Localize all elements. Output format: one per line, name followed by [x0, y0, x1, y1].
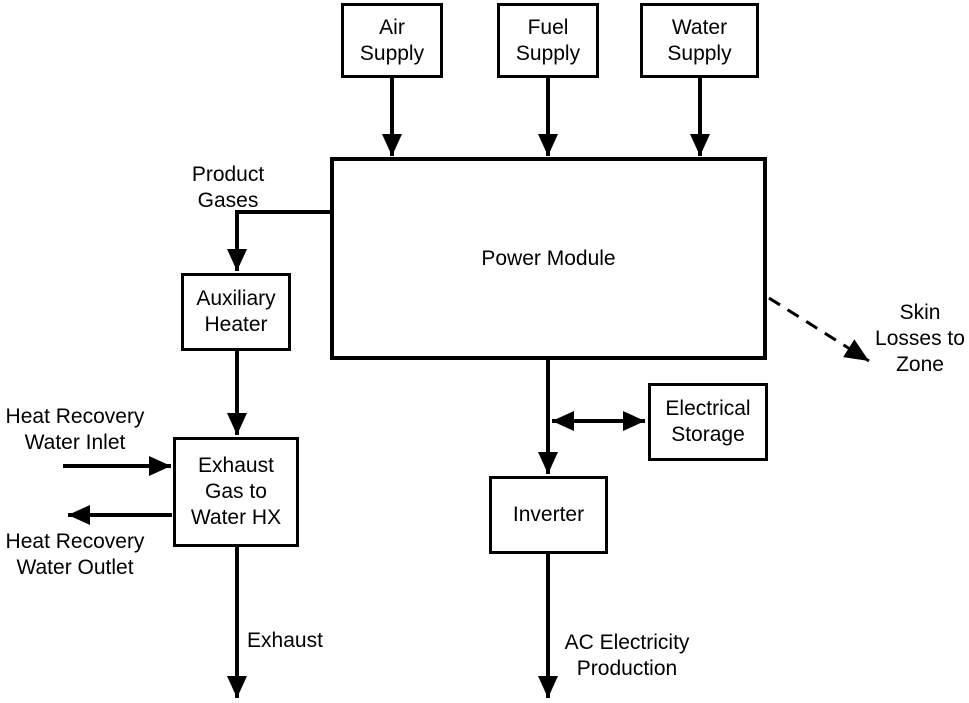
skin-losses-dashed-arrow: [768, 296, 870, 363]
air-supply-box: Air Supply: [341, 3, 443, 78]
heat-recovery-inlet-label: Heat Recovery Water Inlet: [5, 405, 145, 454]
exhaust-label: Exhaust: [247, 629, 323, 652]
exhaust-hx-box: Exhaust Gas to Water HX: [173, 437, 299, 547]
auxiliary-heater-box: Auxiliary Heater: [181, 273, 291, 351]
product-gases-label: Product Gases: [191, 163, 265, 212]
ac-production-label: AC Electricity Production: [564, 631, 690, 680]
inverter-box: Inverter: [489, 476, 608, 554]
heat-recovery-outlet-label: Heat Recovery Water Outlet: [5, 530, 145, 579]
electrical-storage-box: Electrical Storage: [648, 383, 768, 461]
skin-losses-label: Skin Losses to Zone: [875, 301, 965, 376]
power-module-box: Power Module: [330, 157, 767, 360]
product-gases-arrow: [227, 210, 331, 271]
water-supply-box: Water Supply: [640, 3, 759, 78]
fuel-supply-box: Fuel Supply: [497, 3, 599, 78]
